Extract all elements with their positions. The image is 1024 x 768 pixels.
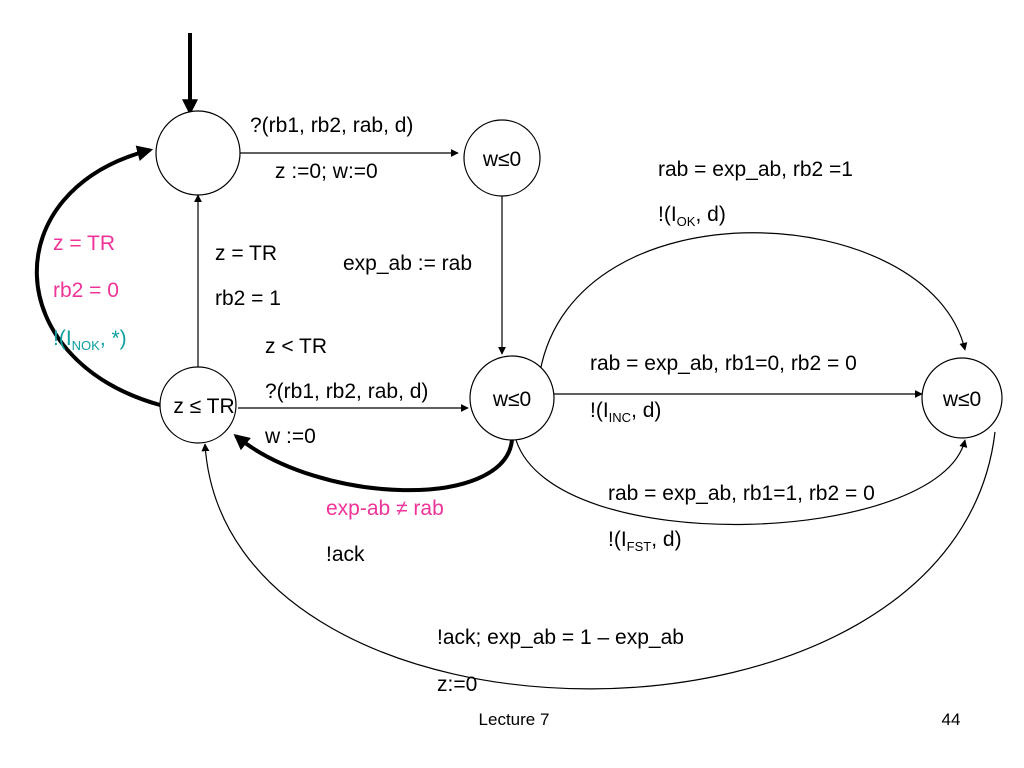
edge-wait2-fst-to-wait3 [515, 439, 968, 526]
edge-wait3-ack-to-main [201, 431, 996, 690]
state-wait2-label: w≤0 [492, 388, 531, 411]
state-wait3-label: w≤0 [942, 388, 981, 411]
footer-page-number: 44 [942, 710, 961, 729]
receive-mid-reset: w :=0 [264, 425, 316, 448]
edge-wait2-ok-to-wait3 [539, 232, 968, 373]
receive-mid-guard-2: ?(rb1, rb2, rab, d) [265, 380, 428, 403]
nok-output: !(INOK, *) [53, 327, 127, 353]
state-wait1-label: w≤0 [482, 148, 521, 171]
timeout-guard-2: rb2 = 1 [215, 287, 281, 310]
receive-mid-guard-1: z < TR [265, 335, 327, 358]
inc-output: !(IINC, d) [590, 399, 661, 425]
ok-guard: rab = exp_ab, rb2 =1 [658, 158, 853, 181]
ack-action: !ack; exp_ab = 1 – exp_ab [437, 626, 684, 649]
state-initial [155, 110, 241, 196]
state-main-label: z ≤ TR [173, 395, 234, 418]
ack-reset: z:=0 [437, 673, 477, 696]
nok-guard-2: rb2 = 0 [53, 279, 119, 302]
receive-top-guard: ?(rb1, rb2, rab, d) [250, 114, 413, 137]
state-main [159, 366, 237, 444]
ok-output: !(IOK, d) [658, 203, 726, 229]
state-wait1 [463, 119, 541, 197]
fst-guard: rab = exp_ab, rb1=1, rb2 = 0 [608, 482, 875, 505]
mismatch-output: !ack [326, 543, 365, 566]
nok-guard-1: z = TR [53, 232, 115, 255]
assign-exp-label: exp_ab := rab [343, 252, 472, 275]
state-wait3 [921, 357, 1003, 439]
receive-top-reset: z :=0; w:=0 [275, 160, 378, 183]
edge-wait2-mismatch-to-main [233, 433, 514, 493]
footer-lecture: Lecture 7 [479, 710, 550, 729]
edge-main-nok-to-initial [34, 145, 161, 407]
fst-output: !(IFST, d) [608, 528, 682, 554]
timeout-guard-1: z = TR [215, 242, 277, 265]
inc-guard: rab = exp_ab, rb1=0, rb2 = 0 [590, 352, 857, 375]
mismatch-guard: exp-ab ≠ rab [326, 497, 444, 520]
state-wait2 [469, 355, 555, 441]
